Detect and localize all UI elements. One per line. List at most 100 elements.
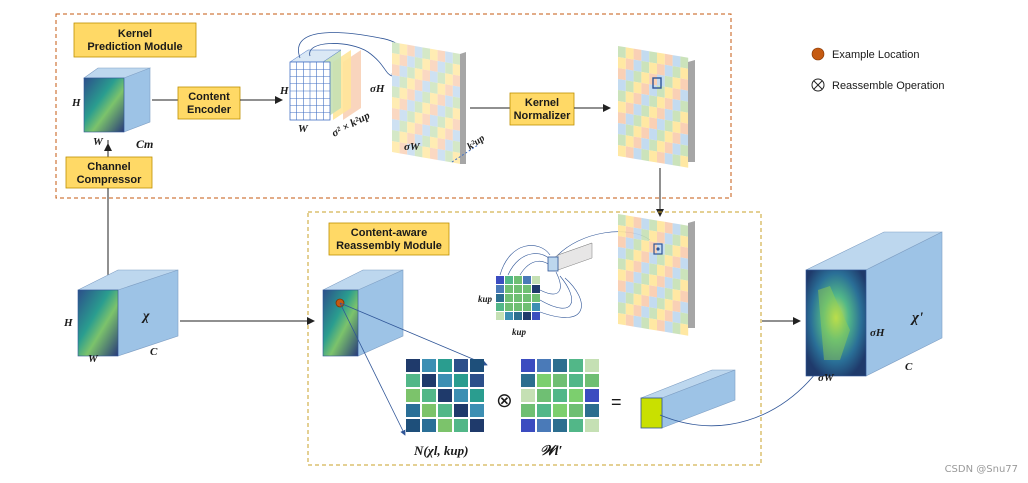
checker-cell <box>625 146 634 159</box>
example-location-icon <box>811 47 825 61</box>
weight-cell <box>585 374 599 387</box>
checker-cell <box>625 314 634 327</box>
checker-cell <box>618 280 626 293</box>
checker-cell <box>633 227 642 240</box>
checker-cell <box>633 48 642 61</box>
checker-cell <box>672 66 681 79</box>
checker-cell <box>633 216 642 229</box>
neighborhood-cell <box>406 419 420 432</box>
checker-cell <box>445 73 453 86</box>
stack-h-label: H <box>279 85 289 97</box>
checker-cell <box>657 129 665 142</box>
checker-cell <box>437 126 446 140</box>
location-kernel-cell <box>523 276 531 284</box>
checker-cell <box>649 51 657 64</box>
checker-cell <box>452 96 461 109</box>
checker-cell <box>399 76 408 89</box>
checker-cell <box>414 89 423 103</box>
checker-cell <box>641 316 650 330</box>
checker-cell <box>452 118 461 131</box>
checker-cell <box>680 122 689 135</box>
watermark: CSDN @Snu77 <box>944 464 1018 475</box>
checker-cell <box>399 142 408 155</box>
kup-height-label: kup <box>478 294 493 304</box>
weight-cell <box>569 419 583 432</box>
checker-cell <box>625 237 634 250</box>
checker-cell <box>430 103 438 116</box>
checker-cell <box>625 80 634 93</box>
checker-cell <box>618 101 626 114</box>
checker-cell <box>414 100 423 114</box>
checker-cell <box>649 62 657 75</box>
checker-cell <box>680 246 689 259</box>
checker-cell <box>414 45 423 59</box>
checker-cell <box>649 274 657 287</box>
checker-cell <box>633 114 642 127</box>
checker-cell <box>657 140 665 153</box>
checker-cell <box>672 132 681 145</box>
checker-cell <box>672 55 681 68</box>
location-kernel-cell <box>532 312 540 320</box>
location-kernel-cell <box>496 303 504 311</box>
checker-cell <box>657 96 665 109</box>
checker-cell <box>649 307 657 320</box>
checker-cell <box>657 242 665 255</box>
checker-cell <box>649 150 657 163</box>
checker-cell <box>672 256 681 269</box>
legend-reassemble-operation: Reassemble Operation <box>832 80 945 92</box>
checker-cell <box>422 146 430 159</box>
weight-cell <box>537 389 551 402</box>
weight-cell <box>585 419 599 432</box>
checker-cell <box>392 141 400 154</box>
checker-cell <box>618 302 626 315</box>
checker-cell <box>649 117 657 130</box>
input-feature-cube <box>77 269 179 357</box>
neighborhood-cell <box>422 374 436 387</box>
checker-cell <box>672 143 681 156</box>
checker-cell <box>625 58 634 71</box>
checker-cell <box>407 55 415 68</box>
checker-cell <box>399 43 408 56</box>
checker-cell <box>657 319 665 332</box>
weights-label: 𝒲l′ <box>540 444 563 459</box>
checker-cell <box>618 145 626 158</box>
neighborhood-label: N(χl, kup) <box>413 443 468 458</box>
checker-cell <box>452 52 461 65</box>
checker-cell <box>452 107 461 120</box>
checker-cell <box>392 119 400 132</box>
reassemble-operation-icon <box>811 78 825 92</box>
location-kernel-cell <box>496 276 504 284</box>
checker-cell <box>633 282 642 295</box>
kernel-weight-grid <box>521 359 599 432</box>
checker-cell <box>430 81 438 94</box>
checker-cell <box>649 318 657 331</box>
checker-cell <box>641 148 650 162</box>
checker-cell <box>414 111 423 125</box>
reassembly-kernel-map <box>392 42 466 164</box>
checker-cell <box>430 136 438 149</box>
checker-cell <box>625 281 634 294</box>
weight-cell <box>521 374 535 387</box>
location-kernel-cell <box>496 285 504 293</box>
checker-cell <box>437 137 446 151</box>
weight-cell <box>553 374 567 387</box>
weight-cell <box>553 359 567 372</box>
cm-h-label: H <box>71 97 81 109</box>
location-kernel-cell <box>505 312 513 320</box>
checker-cell <box>664 320 673 334</box>
checker-cell <box>618 214 626 227</box>
checker-cell <box>641 104 650 118</box>
checker-cell <box>399 54 408 67</box>
checker-cell <box>445 106 453 119</box>
stack-w-label: W <box>298 123 309 135</box>
checker-cell <box>618 225 626 238</box>
checker-cell <box>649 252 657 265</box>
weight-cell <box>537 374 551 387</box>
checker-cell <box>422 91 430 104</box>
checker-cell <box>657 107 665 120</box>
checker-cell <box>422 113 430 126</box>
location-kernel-cell <box>514 276 522 284</box>
